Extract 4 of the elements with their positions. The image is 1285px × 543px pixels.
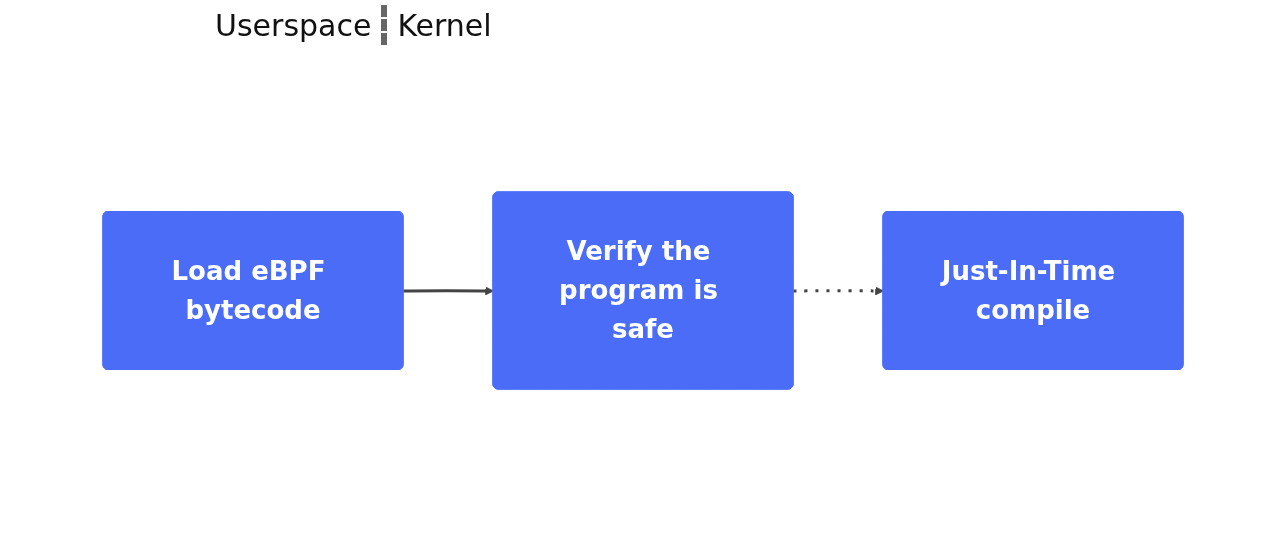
region-label: Userspace bbox=[214, 7, 373, 43]
region-label: Kernel bbox=[396, 7, 493, 43]
arrow bbox=[793, 286, 884, 295]
arrow bbox=[403, 286, 494, 295]
